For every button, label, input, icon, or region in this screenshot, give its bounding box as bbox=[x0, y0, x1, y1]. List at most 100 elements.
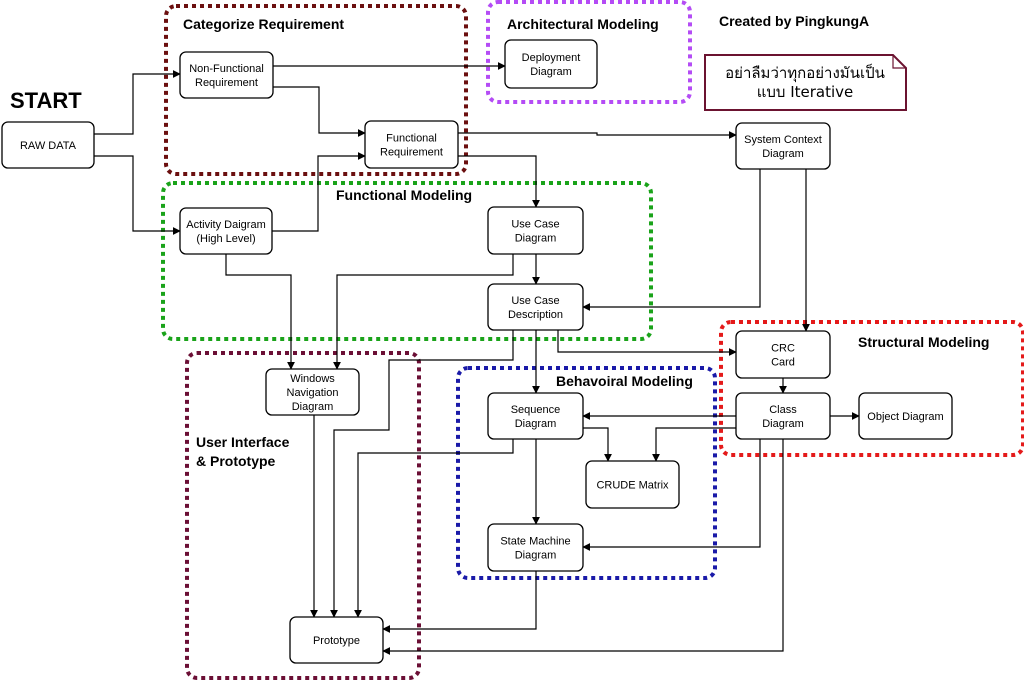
arrow-fr-to-usecase bbox=[458, 155, 540, 208]
arrow-ucdesc-to-crc bbox=[557, 330, 737, 356]
node-sequence-box bbox=[487, 392, 584, 440]
node-ucdesc-box bbox=[487, 283, 584, 331]
node-fr-box bbox=[364, 120, 459, 169]
node-crc-box bbox=[735, 330, 831, 379]
node-crude-box bbox=[585, 460, 680, 509]
arrow-context-to-ucdesc bbox=[582, 169, 761, 311]
group-architectural-border bbox=[486, 0, 692, 104]
group-behavioral-title: Behavoiral Modeling bbox=[556, 373, 693, 389]
node-crc-label-line-1: CRC bbox=[771, 343, 795, 355]
node-usecase-label-line-1: Use Case bbox=[511, 219, 559, 231]
node-crc-label-line-2: Card bbox=[771, 357, 795, 369]
groups-layer: Categorize Requirement Architectural Mode… bbox=[161, 0, 1024, 680]
arrow-nfr-to-fr bbox=[273, 86, 366, 137]
node-nfr-label-line-2: Requirement bbox=[195, 77, 258, 89]
node-deploy-label-line-2: Diagram bbox=[530, 66, 572, 78]
arrow-sequence-to-crude bbox=[583, 427, 612, 462]
node-deploy-label-line-1: Deployment bbox=[522, 52, 581, 64]
node-ucdesc-label-line-1: Use Case bbox=[511, 295, 559, 307]
node-sequence-label-line-1: Sequence bbox=[511, 404, 561, 416]
node-ucdesc-label-line-2: Description bbox=[508, 309, 563, 321]
nodes-layer: RAW DATANon-FunctionalRequirementFunctio… bbox=[1, 39, 953, 664]
arrow-class-to-crude bbox=[652, 427, 736, 462]
arrow-class-to-state bbox=[582, 439, 761, 551]
node-class-label-line-1: Class bbox=[769, 404, 797, 416]
node-winnav-label-line-3: Diagram bbox=[292, 401, 334, 413]
node-context-box bbox=[735, 122, 831, 170]
group-structural-border bbox=[719, 320, 1024, 457]
arrow-ucdesc-to-prototype bbox=[330, 330, 514, 618]
group-categorize-border bbox=[164, 4, 468, 176]
group-categorize-title: Categorize Requirement bbox=[183, 16, 344, 32]
arrow-activity-to-winnav bbox=[225, 254, 295, 370]
node-crude-label-line-1: CRUDE Matrix bbox=[596, 480, 669, 492]
node-state-box bbox=[487, 523, 584, 572]
node-raw: RAW DATA bbox=[1, 121, 95, 169]
arrow-raw-to-activity bbox=[94, 155, 181, 235]
group-functional-border bbox=[161, 181, 653, 341]
node-fr-label-line-1: Functional bbox=[386, 133, 437, 145]
node-activity-label-line-1: Activity Daigram bbox=[186, 219, 265, 231]
node-deploy-box bbox=[504, 39, 598, 89]
node-prototype: Prototype bbox=[289, 616, 384, 664]
node-class-box bbox=[735, 392, 831, 440]
arrow-sequence-to-prototype bbox=[354, 439, 514, 618]
group-ui: User Interface & Prototype bbox=[185, 351, 421, 680]
node-usecase-box bbox=[487, 206, 584, 255]
group-functional: Functional Modeling bbox=[161, 181, 653, 341]
edges-layer bbox=[94, 62, 860, 655]
group-behavioral: Behavoiral Modeling bbox=[456, 366, 717, 580]
node-winnav-label-line-1: Windows bbox=[290, 373, 335, 385]
node-object-box bbox=[858, 392, 953, 440]
node-context-label-line-2: Diagram bbox=[762, 148, 804, 160]
arrow-usecase-to-winnav bbox=[333, 254, 514, 370]
node-class-label-line-2: Diagram bbox=[762, 418, 804, 430]
group-structural: Structural Modeling bbox=[719, 320, 1024, 457]
node-context-label-line-1: System Context bbox=[744, 134, 822, 146]
node-usecase-label-line-2: Diagram bbox=[515, 233, 557, 245]
group-ui-title-line-2: & Prototype bbox=[196, 453, 276, 469]
group-architectural: Architectural Modeling bbox=[486, 0, 692, 104]
note-shape bbox=[704, 54, 907, 111]
node-activity: Activity Daigram(High Level) bbox=[179, 207, 273, 255]
arrow-fr-to-context bbox=[458, 131, 737, 139]
arrow-raw-to-nfr bbox=[94, 70, 181, 135]
group-architectural-title: Architectural Modeling bbox=[507, 16, 659, 32]
group-behavioral-border bbox=[456, 366, 717, 580]
group-structural-title: Structural Modeling bbox=[858, 334, 989, 350]
node-sequence-label-line-2: Diagram bbox=[515, 418, 557, 430]
node-winnav-box bbox=[265, 368, 360, 416]
node-object-label-line-1: Object Diagram bbox=[867, 411, 943, 423]
group-categorize: Categorize Requirement bbox=[164, 4, 468, 176]
group-functional-title: Functional Modeling bbox=[336, 187, 472, 203]
arrow-class-to-prototype bbox=[382, 439, 784, 655]
credit-text: Created by PingkungA bbox=[719, 13, 869, 29]
node-crc: CRC Card bbox=[735, 330, 831, 379]
note-line-2: แบบ Iterative bbox=[757, 83, 854, 101]
arrow-activity-to-fr bbox=[272, 152, 366, 232]
node-nfr-box bbox=[179, 51, 274, 99]
note-fold bbox=[892, 55, 906, 69]
node-raw-label-line-1: RAW DATA bbox=[20, 140, 77, 152]
node-state-label-line-1: State Machine bbox=[500, 536, 570, 548]
node-prototype-box bbox=[289, 616, 384, 664]
group-ui-title-line-1: User Interface bbox=[196, 434, 290, 450]
node-nfr-label-line-1: Non-Functional bbox=[189, 63, 264, 75]
node-activity-box bbox=[179, 207, 273, 255]
node-prototype-label-line-1: Prototype bbox=[313, 635, 360, 647]
iterative-note: อย่าลืมว่าทุกอย่างมันเป็น แบบ Iterative bbox=[704, 54, 907, 111]
start-label: START bbox=[10, 88, 82, 113]
node-fr-label-line-2: Requirement bbox=[380, 147, 443, 159]
group-ui-border bbox=[185, 351, 421, 680]
node-winnav-label-line-2: Navigation bbox=[287, 387, 339, 399]
node-raw-box bbox=[1, 121, 95, 169]
